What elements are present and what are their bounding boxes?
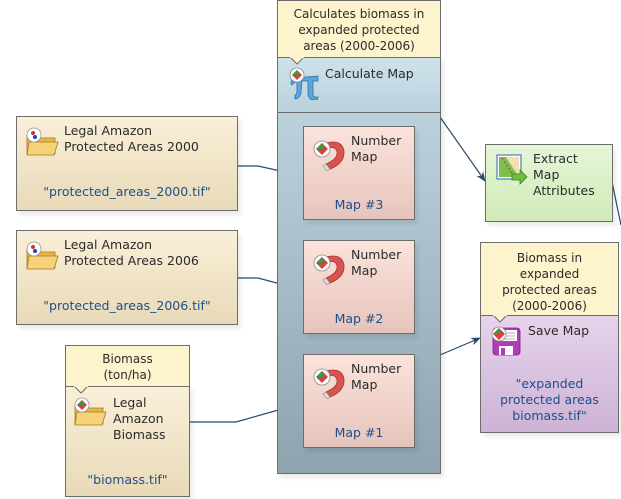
save-disk-icon	[491, 326, 521, 356]
biomass-comment: Biomass (ton/ha)	[65, 345, 190, 387]
comment-line: Biomass	[102, 352, 153, 366]
folder-icon	[26, 127, 59, 156]
folder-icon	[74, 397, 107, 426]
folder-icon	[26, 241, 59, 270]
magnet-icon	[313, 368, 345, 399]
calculate-map-title: Calculate Map	[325, 66, 414, 81]
input-filename: "protected_areas_2006.tif"	[43, 298, 211, 313]
comment-line: Calculates biomass in	[293, 7, 425, 21]
number-map-value: Map #2	[334, 311, 384, 326]
save-map-title: Save Map	[528, 323, 590, 338]
comment-line: protected areas	[502, 283, 597, 297]
comment-line: (2000-2006)	[512, 299, 587, 313]
comment-line: expanded	[519, 267, 580, 281]
number-map-value: Map #1	[334, 425, 384, 440]
save-map-comment: Biomass in expanded protected areas (200…	[480, 242, 619, 316]
pi-icon	[289, 67, 319, 100]
calculate-map-comment: Calculates biomass in expanded protected…	[277, 0, 441, 58]
magnet-icon	[313, 140, 345, 171]
extract-map-icon	[496, 154, 528, 185]
comment-line: Biomass in	[516, 251, 583, 265]
wire-calc-to-extract	[439, 116, 486, 182]
wire-extract-to-right	[611, 181, 621, 226]
comment-line: areas (2000-2006)	[303, 39, 415, 53]
comment-pointer	[290, 57, 304, 65]
calculate-map-header[interactable]: Calculate Map	[278, 57, 440, 113]
input-filename: "protected_areas_2000.tif"	[43, 184, 211, 199]
comment-line: (ton/ha)	[103, 368, 152, 382]
number-map-value: Map #3	[334, 197, 384, 212]
comment-pointer	[74, 386, 88, 394]
wire-calc-to-save	[439, 337, 481, 356]
magnet-icon	[313, 254, 345, 285]
comment-pointer	[493, 315, 507, 323]
input-filename: "biomass.tif"	[87, 472, 168, 487]
comment-line: expanded protected	[298, 23, 420, 37]
